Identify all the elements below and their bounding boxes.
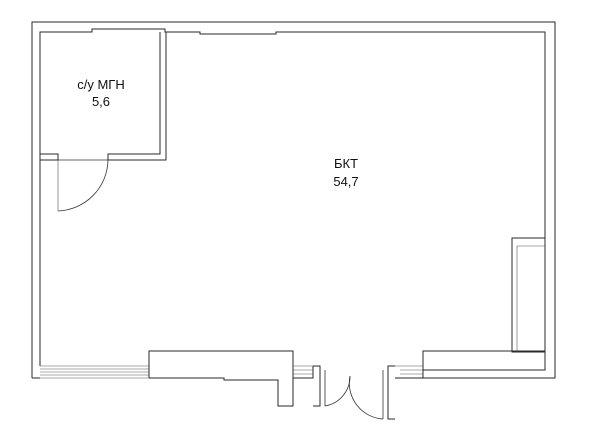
window-bottom-left <box>40 365 149 379</box>
outer-walls <box>31 21 556 379</box>
bathroom-door <box>57 159 109 212</box>
bathroom-partition <box>40 32 167 211</box>
window-bottom-right <box>395 350 545 379</box>
bathroom-name-label: с/у МГН <box>77 77 124 92</box>
main-room-name-label: БКТ <box>334 156 358 171</box>
bottom-wall-column <box>148 350 294 407</box>
right-wall-niche <box>511 237 545 353</box>
bathroom-area-label: 5,6 <box>92 94 110 109</box>
main-room-area-label: 54,7 <box>333 174 358 189</box>
entrance-door <box>313 365 395 420</box>
window-bottom-middle <box>293 365 314 379</box>
